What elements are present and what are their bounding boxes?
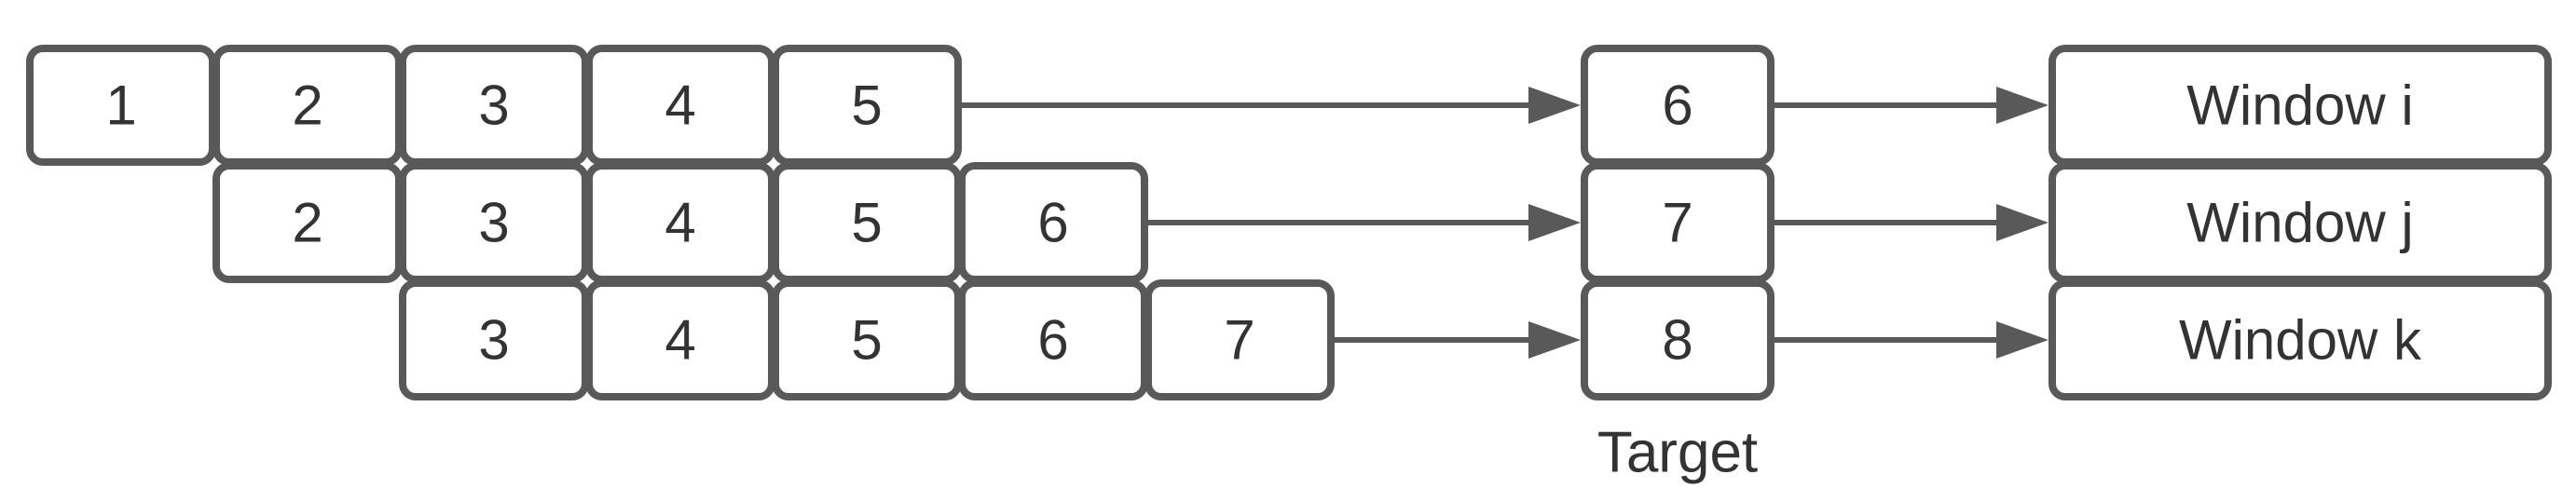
input-cell: 4 [585,279,775,400]
target-to-window-arrow [1774,204,2048,241]
input-cell: 4 [585,45,775,166]
input-cell-label: 5 [851,309,882,372]
window-output-label: Window k [2179,309,2422,372]
input-cell: 3 [399,45,589,166]
input-cell-label: 4 [665,309,695,372]
target-to-window-arrow [1774,87,2048,124]
input-cell: 7 [1144,279,1335,400]
input-cell-label: 4 [665,192,695,254]
input-cell-label: 3 [478,309,509,372]
window-row-i: 1 2 3 4 5 6 [26,45,2552,166]
target-cell-label: 6 [1662,75,1692,137]
target-cell: 6 [1581,45,1774,166]
input-to-target-arrow [1148,204,1581,241]
target-cell: 8 [1581,279,1774,400]
input-cell: 2 [212,162,403,283]
input-cell: 5 [772,162,962,283]
window-output-box: Window j [2048,162,2552,283]
input-cell-label: 2 [292,192,322,254]
input-cell-label: 1 [105,75,136,137]
input-cell-label: 2 [292,75,322,137]
target-cell-label: 8 [1662,309,1692,372]
window-output-label: Window i [2186,75,2413,137]
input-cell-label: 5 [851,75,882,137]
input-cell-label: 3 [478,75,509,137]
input-cell-label: 6 [1037,192,1068,254]
window-row-k: 3 4 5 6 7 8 [399,279,2552,400]
input-cell: 1 [26,45,216,166]
input-cell: 6 [958,279,1148,400]
window-row-j: 2 3 4 5 6 7 [212,162,2552,283]
input-cell: 5 [772,45,962,166]
input-cell-label: 6 [1037,309,1068,372]
window-output-box: Window k [2048,279,2552,400]
input-cell-label: 4 [665,75,695,137]
input-cell: 2 [212,45,403,166]
input-cell: 3 [399,279,589,400]
input-cell-label: 7 [1224,309,1254,372]
window-output-label: Window j [2186,192,2413,254]
window-output-box: Window i [2048,45,2552,166]
input-cell: 5 [772,279,962,400]
target-caption: Target [1597,421,1758,485]
input-to-target-arrow [1335,321,1581,359]
input-cell-label: 3 [478,192,509,254]
target-cell: 7 [1581,162,1774,283]
input-cell: 4 [585,162,775,283]
input-cell: 3 [399,162,589,283]
target-to-window-arrow [1774,321,2048,359]
input-cell: 6 [958,162,1148,283]
input-to-target-arrow [962,87,1581,124]
input-cell-label: 5 [851,192,882,254]
target-cell-label: 7 [1662,192,1692,254]
